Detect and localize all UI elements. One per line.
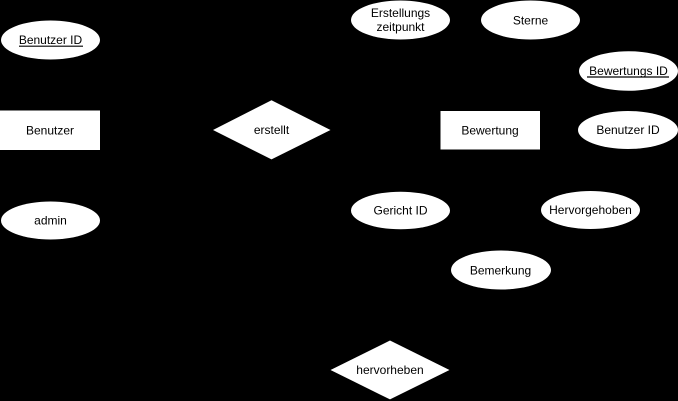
svg-text:Bemerkung: Bemerkung [470, 264, 531, 278]
svg-text:Benutzer ID: Benutzer ID [19, 33, 83, 47]
svg-text:Sterne: Sterne [513, 14, 549, 28]
svg-text:Bewertungs ID: Bewertungs ID [589, 64, 668, 78]
svg-text:Bewertung: Bewertung [461, 123, 518, 137]
svg-text:Benutzer ID: Benutzer ID [596, 123, 660, 137]
svg-text:Gericht ID: Gericht ID [373, 204, 427, 218]
svg-text:Hervorgehoben: Hervorgehoben [549, 203, 632, 217]
svg-text:Erstellungs: Erstellungs [371, 6, 430, 20]
svg-text:erstellt: erstellt [254, 123, 290, 137]
svg-text:Benutzer: Benutzer [26, 123, 74, 137]
svg-text:admin: admin [34, 214, 67, 228]
svg-text:hervorheben: hervorheben [356, 363, 423, 377]
svg-text:zeitpunkt: zeitpunkt [376, 20, 425, 34]
